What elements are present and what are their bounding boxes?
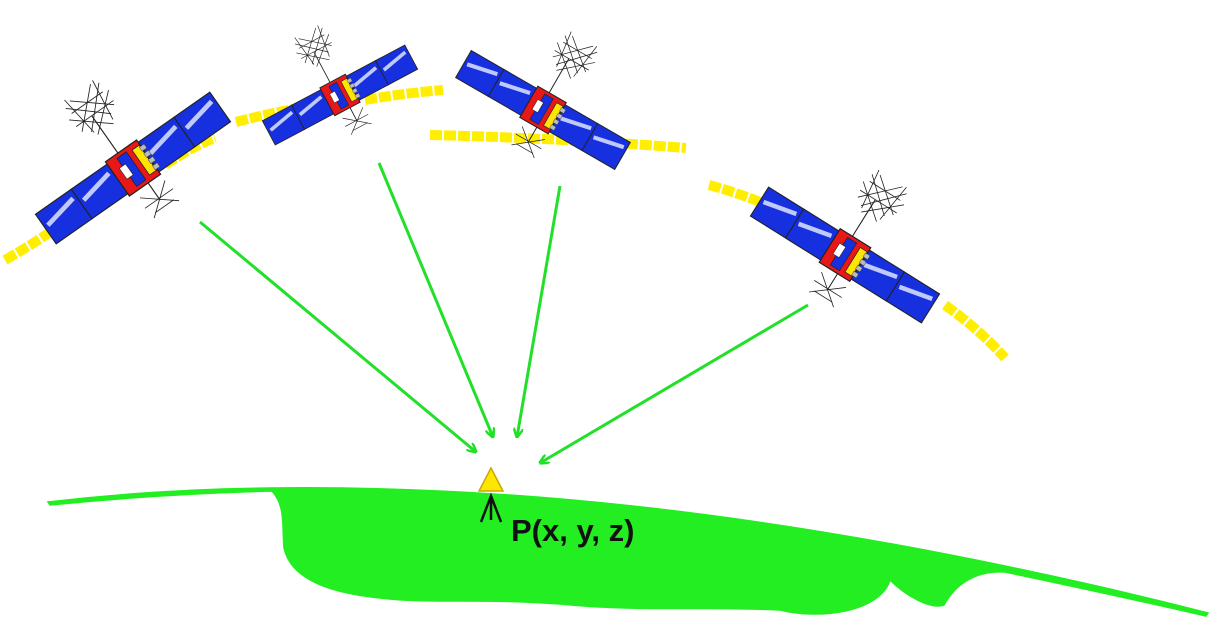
receiver-marker	[477, 466, 505, 492]
signal-arrow-2	[377, 162, 493, 437]
signal-arrow-3	[517, 185, 562, 437]
satellite-4	[733, 125, 978, 351]
point-label: P(x, y, z)	[511, 513, 634, 548]
satellite-1	[0, 29, 251, 272]
signal-arrow-4	[540, 303, 809, 463]
satellite-2	[233, 0, 432, 171]
signal-arrows	[199, 162, 809, 463]
satellite-3	[441, 0, 664, 196]
point-pointer	[479, 492, 503, 523]
earth-surface	[46, 487, 1210, 617]
signal-arrow-1	[199, 220, 476, 452]
